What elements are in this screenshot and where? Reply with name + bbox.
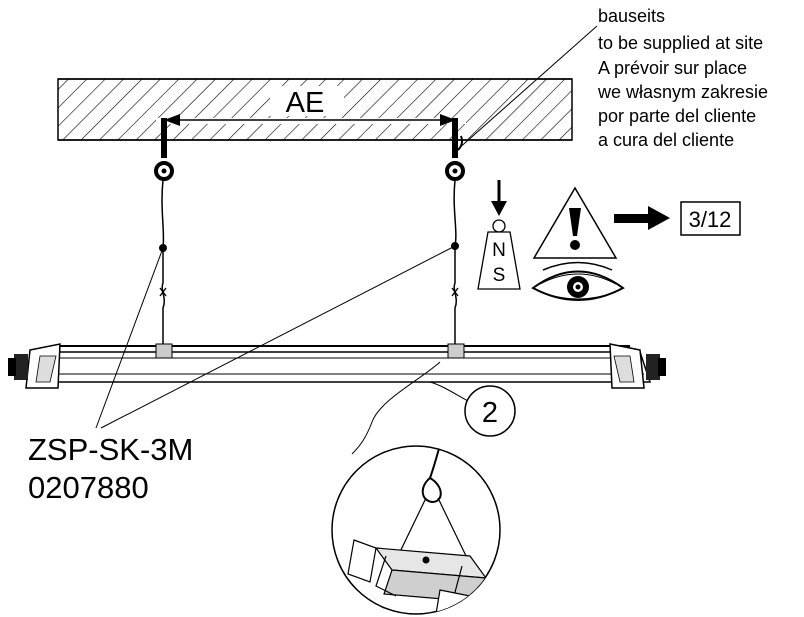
dimension-ae: AE xyxy=(156,86,466,126)
detail-number-circle xyxy=(464,385,516,437)
detail-number: 2 xyxy=(482,397,498,429)
luminaire xyxy=(8,343,666,389)
note-line: to be supplied at site xyxy=(598,33,763,53)
ceiling-hook-right xyxy=(445,118,465,181)
site-supply-note: bauseits to be supplied at site A prévoi… xyxy=(597,6,773,150)
part-code: ZSP-SK-3M xyxy=(28,432,193,467)
note-line: a cura del cliente xyxy=(598,130,734,150)
page-reference-label: 3/12 xyxy=(689,207,732,232)
wire-ropes xyxy=(159,179,459,345)
magnet-weight: N S xyxy=(477,180,521,290)
part-leaders xyxy=(95,245,456,429)
part-number: 0207880 xyxy=(28,470,149,505)
note-line: we własnym zakresie xyxy=(597,82,768,102)
eye-icon xyxy=(531,261,625,301)
warning-triangle-icon xyxy=(532,186,618,259)
note-line: A prévoir sur place xyxy=(598,58,747,78)
magnet-south: S xyxy=(493,265,506,286)
page-reference: 3/12 xyxy=(614,201,741,236)
note-line: por parte del cliente xyxy=(598,106,756,126)
detail-magnifier-icon xyxy=(331,445,501,615)
ceiling-hook-left xyxy=(154,118,174,181)
detail-callout: 2 xyxy=(331,361,516,615)
magnet-north: N xyxy=(492,240,506,261)
note-line: bauseits xyxy=(598,6,665,26)
right-arrow-icon xyxy=(614,214,652,223)
site-note-leader xyxy=(456,25,598,151)
dimension-label: AE xyxy=(286,87,325,119)
